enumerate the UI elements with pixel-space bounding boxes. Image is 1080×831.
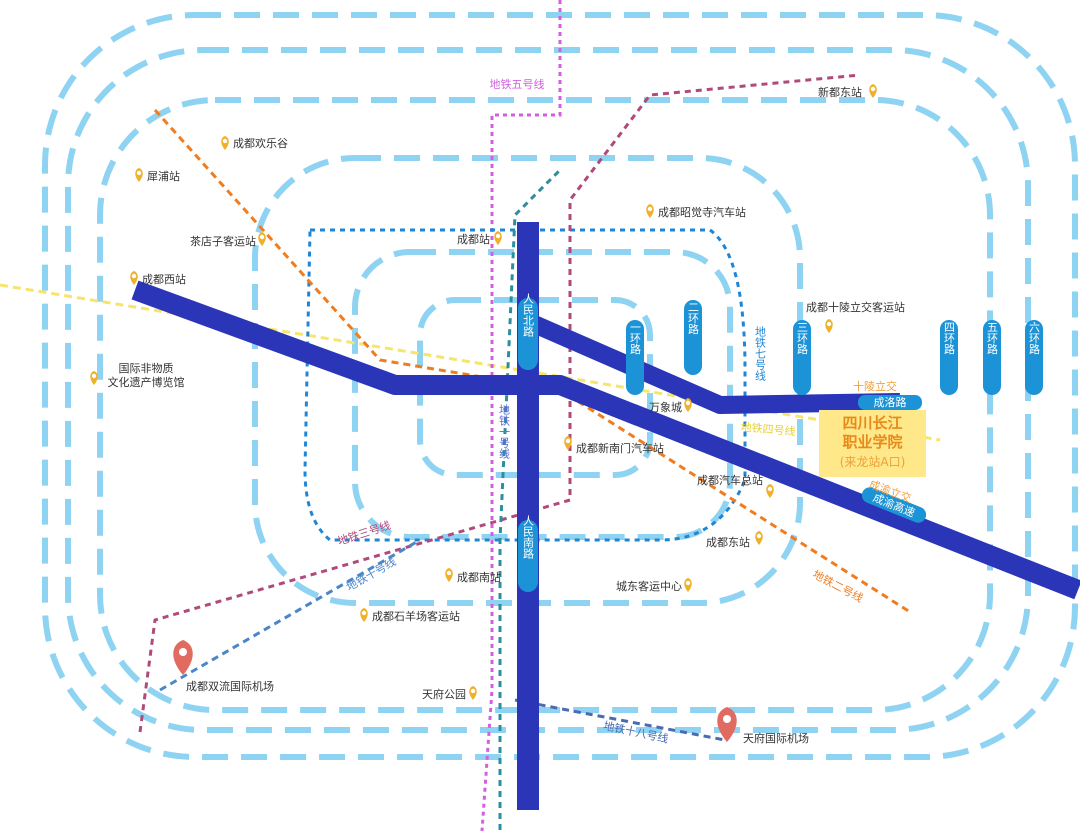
label-zongzhan: 成都汽车总站 (697, 473, 763, 487)
label-zhaojuesi: 成都昭觉寺汽车站 (658, 205, 746, 219)
label-tianfu-park: 天府公园 (422, 687, 466, 701)
road-label-north: 人民北路 (522, 293, 535, 338)
label-feiyi-1: 国际非物质 (119, 361, 174, 375)
label-chadianzi: 茶店子客运站 (190, 234, 256, 248)
road-labels: 人民北路 人民南路 一环路 二环路 三环路 四环路 五环路 六环路 (522, 293, 1041, 560)
label-chengdunan: 成都南站 (457, 570, 501, 584)
label-shuangliu: 成都双流国际机场 (186, 679, 274, 693)
label-shiling-bus: 成都十陵立交客运站 (806, 300, 905, 314)
label-xinnanmen: 成都新南门汽车站 (576, 441, 664, 455)
road-label-chengluo: 成洛路 (874, 395, 907, 409)
interchange-shiling: 十陵立交 (853, 379, 897, 393)
callout-line-2: 职业学院 (842, 432, 903, 451)
expressway-northeast (521, 311, 901, 414)
metro-line-3 (138, 73, 861, 733)
ring-label-1: 一环路 (629, 322, 642, 356)
label-shiyangchang: 成都石羊场客运站 (372, 609, 460, 623)
callout-line-3: (来龙站A口) (839, 454, 906, 469)
ring-label-badges (518, 298, 1043, 592)
metro-label-line2: 地铁二号线 (810, 567, 865, 605)
label-xindu: 新都东站 (818, 85, 862, 99)
label-chengdudong: 成都东站 (706, 535, 750, 549)
ring-second (352, 249, 733, 540)
school-callout: 四川长江 职业学院 (来龙站A口) (819, 410, 926, 477)
metro-lines (0, 0, 941, 831)
metro-label-line5: 地铁五号线 (490, 77, 545, 91)
label-xipu: 犀浦站 (147, 169, 180, 183)
metro-line-7 (303, 228, 747, 542)
label-chengduxi: 成都西站 (142, 272, 186, 286)
label-huanlegu: 成都欢乐谷 (233, 136, 288, 150)
ring-sixth (42, 12, 1078, 760)
expressway-west (131, 280, 1080, 600)
label-wanxiangcheng: 万象城 (649, 401, 682, 414)
ring-label-4: 四环路 (943, 322, 956, 356)
airport-pins (173, 640, 737, 742)
place-labels: 新都东站 成都欢乐谷 犀浦站 茶店子客运站 成都西站 国际非物质 文化遗产博览馆… (108, 85, 906, 745)
label-chengdong: 城东客运中心 (616, 579, 682, 593)
metro-line-2 (153, 108, 911, 614)
metro-label-line4: 地铁四号线 (740, 420, 796, 439)
ring-label-2: 二环路 (687, 302, 700, 336)
metro-label-line10: 地铁十号线 (344, 554, 399, 594)
ring-label-3: 三环路 (796, 322, 809, 356)
callout-line-1: 四川长江 (842, 414, 903, 432)
label-tianfu-airport: 天府国际机场 (743, 731, 809, 745)
metro-line-10 (159, 538, 421, 692)
label-feiyi-2: 文化遗产博览馆 (108, 375, 185, 389)
ring-label-5: 五环路 (986, 322, 999, 356)
ring-label-6: 六环路 (1028, 321, 1041, 355)
metro-label-line1: 地铁一号线 (498, 404, 511, 459)
metro-label-line3: 地铁三号线 (336, 518, 393, 548)
metro-label-line7: 地铁七号线 (754, 326, 767, 381)
road-label-south: 人民南路 (522, 515, 535, 560)
ring-fourth (97, 97, 993, 713)
label-chengdu-station: 成都站 (457, 232, 490, 246)
